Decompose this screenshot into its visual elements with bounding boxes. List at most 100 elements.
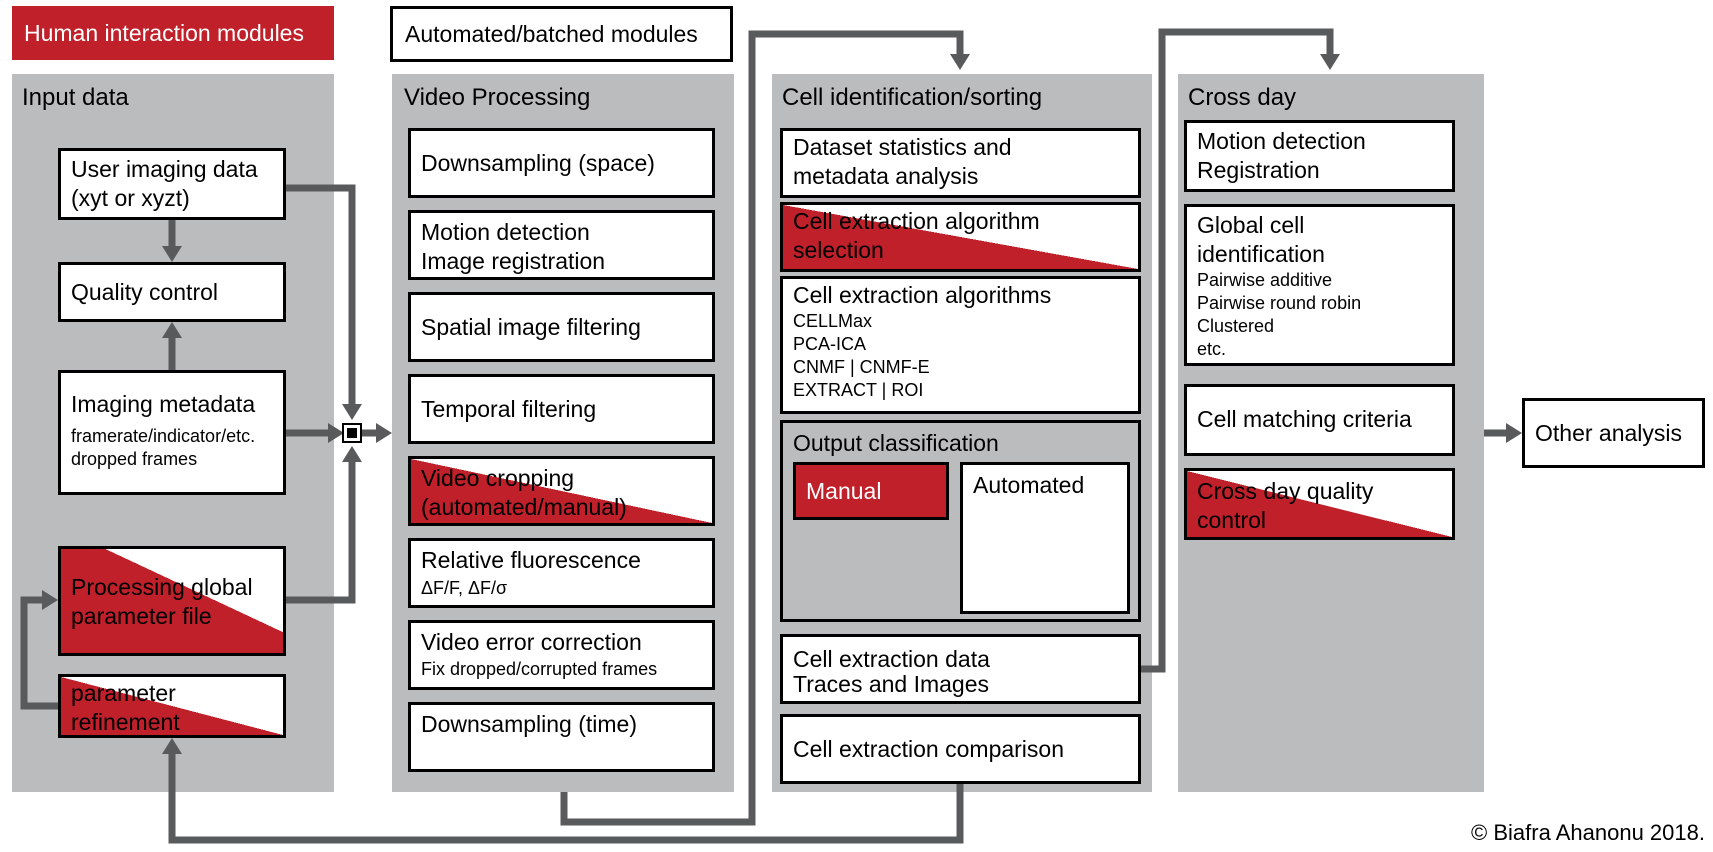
arrowhead-merge-bottom [342, 446, 362, 462]
cd-motion-line2: Registration [1197, 157, 1320, 183]
box-dataset-statistics: Dataset statistics and metadata analysis [780, 128, 1141, 198]
arrowhead-qc-top [162, 246, 182, 262]
merge-junction-core [347, 428, 357, 438]
cropping-line2: (automated/manual) [421, 494, 627, 520]
global-cell-line1: Global cell [1197, 212, 1305, 238]
box-extraction-comparison: Cell extraction comparison [780, 714, 1141, 784]
box-other-analysis: Other analysis [1522, 398, 1705, 468]
global-cell-line2: identification [1197, 241, 1325, 267]
box-cross-day-quality: Cross day quality control [1184, 468, 1455, 540]
arrow-extraction-to-crossday [1141, 28, 1334, 673]
arrow-params-to-merge [286, 452, 356, 604]
arrow-cellid-to-refinement [168, 752, 964, 844]
other-analysis-label: Other analysis [1535, 420, 1683, 446]
algorithm-item: CELLMax [793, 311, 873, 331]
arrowhead-crossday-top [1320, 54, 1340, 70]
box-extraction-data: Cell extraction data Traces and Images [780, 634, 1141, 704]
cd-motion-line1: Motion detection [1197, 128, 1366, 154]
box-automated: Automated [960, 462, 1130, 614]
box-downsampling-space: Downsampling (space) [408, 128, 715, 198]
global-cell-item: Pairwise additive [1197, 270, 1333, 290]
arrow-refinement-loop [20, 596, 58, 710]
box-parameter-refinement: parameter refinement [58, 674, 286, 738]
arrow-imaging-to-merge [286, 184, 356, 414]
global-cell-item: Pairwise round robin [1197, 293, 1362, 313]
algorithms-title: Cell extraction algorithms [793, 282, 1052, 308]
panel-video-processing-title: Video Processing [404, 84, 591, 111]
box-spatial-filtering: Spatial image filtering [408, 292, 715, 362]
box-video-cropping: Video cropping (automated/manual) [408, 456, 715, 526]
cd-quality-line2: control [1197, 507, 1267, 533]
matching-label: Cell matching criteria [1197, 406, 1412, 432]
panel-input-data-title: Input data [22, 84, 129, 111]
relative-fluor-sub: ΔF/F, ΔF/σ [421, 578, 508, 598]
downsampling-time-label: Downsampling (time) [421, 711, 638, 737]
arrow-vp-to-cellid [560, 30, 964, 826]
arrowhead-vp-left [376, 423, 392, 443]
comparison-label: Cell extraction comparison [793, 736, 1065, 762]
algorithm-item: PCA-ICA [793, 334, 867, 354]
param-refinement-line2: refinement [71, 709, 180, 735]
imaging-metadata-sub2: dropped frames [71, 449, 198, 469]
arrowhead-refinement-bottom [162, 738, 182, 754]
vp-motion-line1: Motion detection [421, 219, 590, 245]
box-manual: Manual [793, 462, 949, 520]
global-param-line2: parameter file [71, 603, 212, 629]
cropping-line1: Video cropping [421, 465, 575, 491]
box-relative-fluorescence: Relative fluorescence ΔF/F, ΔF/σ [408, 538, 715, 608]
box-processing-global-parameter: Processing global parameter file [58, 546, 286, 656]
quality-control-label: Quality control [71, 279, 219, 305]
arrowhead-cellid-top [950, 54, 970, 70]
global-cell-item: etc. [1197, 339, 1227, 359]
algo-selection-line2: selection [793, 237, 884, 263]
temporal-filtering-label: Temporal filtering [421, 396, 597, 422]
relative-fluor-title: Relative fluorescence [421, 547, 641, 573]
dataset-stats-line1: Dataset statistics and [793, 134, 1012, 160]
error-correction-sub: Fix dropped/corrupted frames [421, 659, 658, 679]
vp-motion-line2: Image registration [421, 248, 606, 274]
extraction-data-line2: Traces and Images [793, 671, 990, 697]
arrowhead-merge-top [342, 404, 362, 420]
box-global-cell-identification: Global cell identification Pairwise addi… [1184, 204, 1455, 366]
box-user-imaging-data: User imaging data (xyt or xyzt) [58, 148, 286, 220]
copyright-text: © Biafra Ahanonu 2018. [1471, 820, 1705, 845]
manual-label: Manual [806, 478, 882, 504]
box-algorithm-selection: Cell extraction algorithm selection [780, 202, 1141, 272]
global-cell-item: Clustered [1197, 316, 1275, 336]
global-param-line1: Processing global [71, 574, 253, 600]
box-cell-matching-criteria: Cell matching criteria [1184, 384, 1455, 456]
downsampling-space-label: Downsampling (space) [421, 150, 655, 176]
error-correction-title: Video error correction [421, 629, 642, 655]
box-temporal-filtering: Temporal filtering [408, 374, 715, 444]
legend-automated-label: Automated/batched modules [405, 21, 698, 47]
box-cd-motion-detection: Motion detection Registration [1184, 120, 1455, 192]
box-motion-detection: Motion detection Image registration [408, 210, 715, 280]
legend-human-interaction: Human interaction modules [12, 6, 334, 60]
box-downsampling-time: Downsampling (time) [408, 702, 715, 772]
param-refinement-line1: parameter [71, 680, 176, 706]
dataset-stats-line2: metadata analysis [793, 163, 979, 189]
algorithm-item: EXTRACT | ROI [793, 380, 924, 400]
panel-cell-identification-title: Cell identification/sorting [782, 84, 1043, 111]
automated-label: Automated [973, 472, 1085, 498]
imaging-metadata-title: Imaging metadata [71, 391, 256, 417]
box-extraction-algorithms: Cell extraction algorithms CELLMax PCA-I… [780, 276, 1141, 414]
panel-cross-day-title: Cross day [1188, 84, 1297, 111]
algorithm-item: CNMF | CNMF-E [793, 357, 930, 377]
arrowhead-merge-left [328, 423, 344, 443]
output-class-title: Output classification [793, 430, 999, 456]
user-imaging-line2: (xyt or xyzt) [71, 185, 190, 211]
legend-automated: Automated/batched modules [390, 6, 733, 62]
algo-selection-line1: Cell extraction algorithm [793, 208, 1040, 234]
cd-quality-line1: Cross day quality [1197, 478, 1374, 504]
arrowhead-qc-bottom [162, 322, 182, 338]
spatial-filtering-label: Spatial image filtering [421, 314, 641, 340]
box-imaging-metadata: Imaging metadata framerate/indicator/etc… [58, 370, 286, 495]
arrowhead-other-left [1506, 423, 1522, 443]
extraction-data-line1: Cell extraction data [793, 646, 990, 672]
box-quality-control: Quality control [58, 262, 286, 322]
user-imaging-line1: User imaging data [71, 156, 258, 182]
imaging-metadata-sub1: framerate/indicator/etc. [71, 426, 256, 446]
